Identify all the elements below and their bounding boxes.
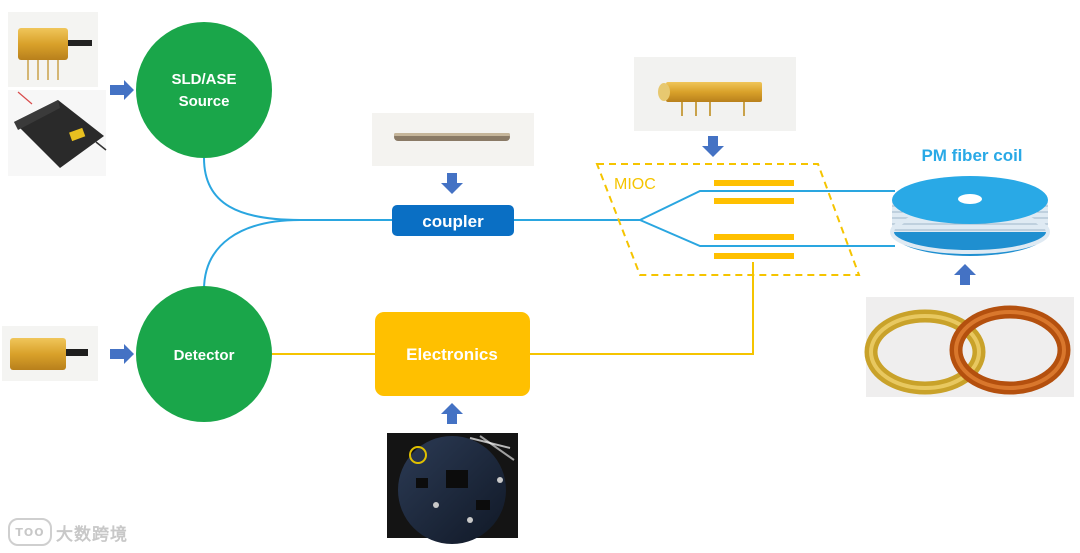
fiber-coil-photo <box>864 297 1074 397</box>
electronics-label: Electronics <box>406 345 498 364</box>
fiber-mioc-split-top <box>639 190 895 221</box>
source-node: SLD/ASE Source <box>136 22 272 158</box>
arrow-icon <box>954 264 976 285</box>
fiber-lines <box>203 157 895 291</box>
arrow-icon <box>441 403 463 424</box>
watermark-logo: TOO <box>8 518 52 546</box>
electronics-node: Electronics <box>375 312 530 396</box>
detector-label: Detector <box>174 347 235 364</box>
mioc-node: MIOC <box>595 163 861 276</box>
detector-node: Detector <box>136 286 272 422</box>
mioc-electrode <box>714 234 794 240</box>
fiber-detector-to-junction <box>203 219 301 291</box>
mioc-label: MIOC <box>614 176 656 193</box>
watermark-text: 大数跨境 <box>56 524 128 545</box>
mioc-electrode <box>714 253 794 259</box>
electronics-photo <box>387 433 518 544</box>
mioc-electrode <box>714 180 794 186</box>
fiber-mioc-split-bottom <box>639 219 895 247</box>
fiber-source-to-junction <box>203 157 301 221</box>
coupler-label: coupler <box>422 212 484 231</box>
arrow-icon <box>110 80 134 100</box>
coupler-photo <box>372 113 534 166</box>
mioc-electrode <box>714 198 794 204</box>
electrical-lines <box>272 262 754 355</box>
wire-electronics-to-mioc <box>530 262 754 355</box>
watermark: TOO 大数跨境 <box>8 518 128 546</box>
detector-photo <box>2 326 98 381</box>
coupler-node: coupler <box>392 205 514 236</box>
source-photo-top <box>8 12 98 87</box>
source-photo-bottom <box>8 90 107 176</box>
fiber-coil-node: PM fiber coil <box>890 146 1050 256</box>
arrow-icon <box>702 136 724 157</box>
arrow-icon <box>110 344 134 364</box>
fiber-coil-label: PM fiber coil <box>921 146 1022 165</box>
arrow-icon <box>441 173 463 194</box>
source-label-line2: Source <box>179 93 230 110</box>
source-label-line1: SLD/ASE <box>171 71 236 88</box>
mioc-photo <box>634 57 796 131</box>
